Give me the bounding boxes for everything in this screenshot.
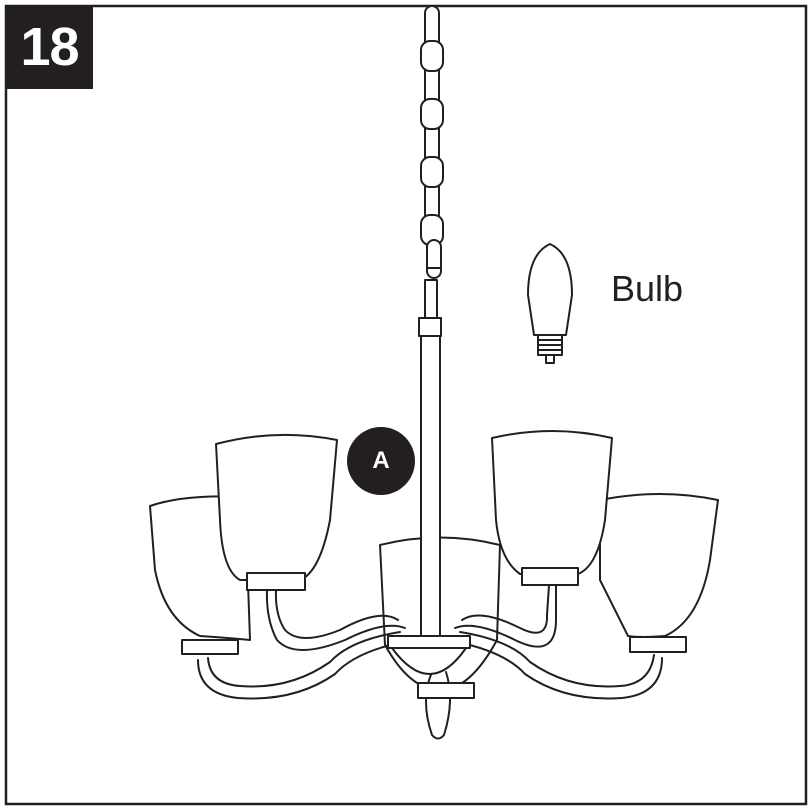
bulb-icon bbox=[527, 243, 573, 364]
bulb-label: Bulb bbox=[611, 268, 684, 309]
arm-icon bbox=[197, 584, 663, 740]
downrod bbox=[420, 335, 441, 637]
part-callout-a: A bbox=[347, 427, 415, 495]
panel-border bbox=[4, 4, 808, 806]
step-number-badge: 18 bbox=[6, 6, 93, 89]
canopy-hook bbox=[418, 279, 442, 337]
shade-icon bbox=[149, 430, 719, 691]
chain-icon bbox=[420, 5, 444, 279]
center-hub bbox=[387, 635, 471, 675]
